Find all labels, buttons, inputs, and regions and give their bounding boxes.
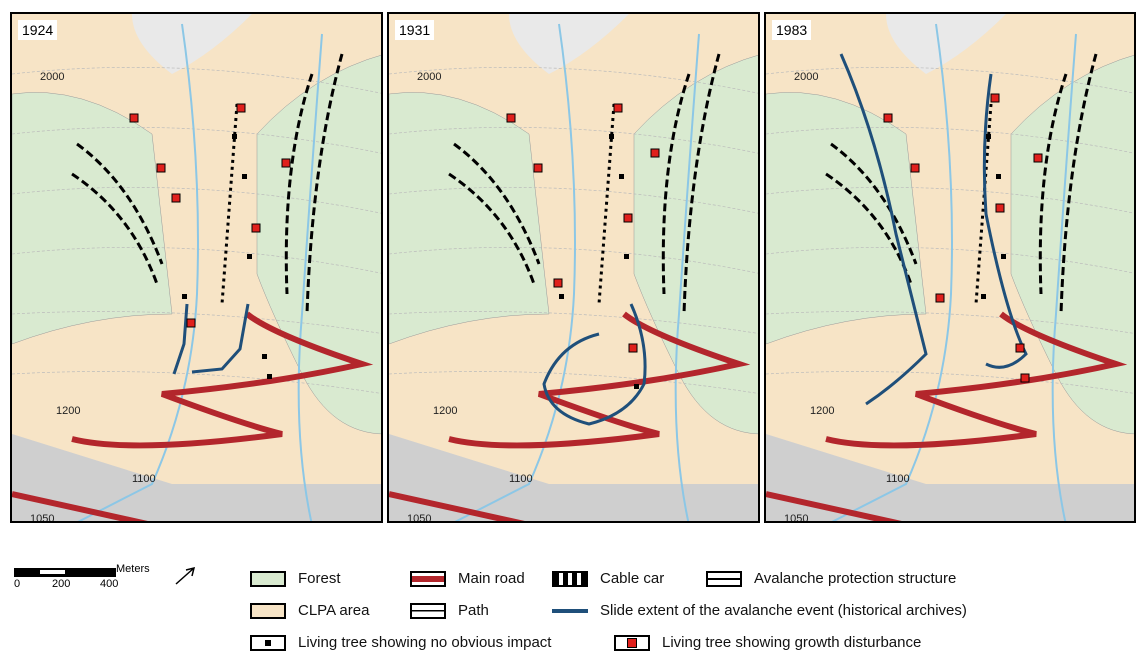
contour-1200: 1200 (433, 405, 457, 417)
map-1924: 2000 1200 1100 1050 (12, 14, 381, 523)
scale-tick-400: 400 (100, 578, 119, 590)
rivers (831, 23, 1077, 521)
forest-swatch (250, 570, 286, 587)
avalanche-structure-swatch (706, 570, 742, 587)
scale-tick-200: 200 (52, 578, 71, 590)
legend-living-disturbance: Living tree showing growth disturbance (614, 634, 921, 651)
trees-no-impact (559, 134, 639, 389)
map-1983: 2000 1200 1100 1050 (766, 14, 1134, 523)
town-area (766, 434, 1134, 521)
town-area (12, 434, 381, 521)
contour-1100: 1100 (886, 473, 910, 485)
map-panel-1931: 2000 1200 1100 1050 1931 (387, 12, 760, 523)
trees-disturbance (506, 103, 660, 353)
trees-disturbance (129, 103, 291, 328)
scale-bar-graphic (14, 568, 116, 577)
trees-disturbance (883, 93, 1043, 383)
avalanche-structures (71, 53, 344, 315)
forest-area-left (12, 92, 173, 345)
contour-1050: 1050 (30, 513, 54, 523)
slide-extent (839, 53, 1028, 406)
rivers (77, 23, 323, 521)
legend-cable-car-label: Cable car (600, 570, 665, 587)
rock-top (886, 14, 1006, 74)
legend-slide-extent: Slide extent of the avalanche event (his… (552, 602, 967, 619)
map-panel-1924: 2000 1200 1100 1050 1924 (10, 12, 383, 523)
main-roads (766, 311, 1128, 521)
cable-car (974, 103, 993, 305)
scale-tick-0: 0 (14, 578, 21, 590)
scale-unit: Meters (116, 563, 150, 575)
slide-extent (542, 303, 647, 426)
town-area (389, 434, 758, 521)
forest-area-left (766, 92, 927, 345)
legend-living-no-impact: Living tree showing no obvious impact (250, 634, 551, 651)
contour-labels: 2000 1200 1100 1050 (784, 71, 910, 523)
legend-living-disturbance-label: Living tree showing growth disturbance (662, 634, 922, 651)
north-arrow-icon (175, 566, 196, 585)
legend: Forest CLPA area Main road Path Cable ca… (0, 562, 1136, 662)
contour-1100: 1100 (509, 473, 533, 485)
legend-main-road-label: Main road (458, 570, 525, 587)
slide-swatch (552, 608, 588, 613)
map-1931: 2000 1200 1100 1050 (389, 14, 758, 523)
contour-1050: 1050 (407, 513, 431, 523)
trees-no-impact (182, 134, 272, 379)
main-roads (12, 311, 374, 521)
road-swatch (410, 570, 446, 587)
year-label: 1924 (18, 20, 58, 40)
scale-bar: Meters 0 200 400 (14, 563, 196, 590)
legend-avalanche-structure: Avalanche protection structure (706, 570, 956, 587)
contour-2000: 2000 (417, 71, 441, 83)
contour-2000: 2000 (40, 71, 64, 83)
contour-1100: 1100 (132, 473, 156, 485)
disturbance-swatch (614, 634, 650, 651)
legend-clpa-label: CLPA area (298, 602, 370, 619)
forest-area-left (389, 92, 550, 345)
legend-path: Path (410, 602, 489, 619)
legend-slide-extent-label: Slide extent of the avalanche event (his… (600, 602, 967, 619)
legend-avalanche-structure-label: Avalanche protection structure (754, 570, 957, 587)
rivers (454, 23, 700, 521)
year-label: 1931 (395, 20, 435, 40)
contour-1200: 1200 (810, 405, 834, 417)
rock-top (509, 14, 629, 74)
cable-car-swatch (552, 570, 588, 587)
cable-car (220, 103, 239, 305)
slide-extent (172, 303, 250, 375)
main-roads (389, 311, 751, 521)
contour-2000: 2000 (794, 71, 818, 83)
rock-top (132, 14, 252, 74)
avalanche-structures (448, 53, 721, 315)
legend-cable-car: Cable car (552, 570, 664, 587)
clpa-swatch (250, 602, 286, 619)
legend-path-label: Path (458, 602, 489, 619)
trees-no-impact (981, 134, 1006, 299)
no-impact-swatch (250, 634, 286, 651)
map-panel-1983: 2000 1200 1100 1050 1983 (764, 12, 1136, 523)
cable-car (597, 103, 616, 305)
path-swatch (410, 602, 446, 619)
contour-1200: 1200 (56, 405, 80, 417)
legend-forest: Forest (250, 570, 341, 587)
contour-labels: 2000 1200 1100 1050 (407, 71, 533, 523)
contour-labels: 2000 1200 1100 1050 (30, 71, 156, 523)
legend-living-no-impact-label: Living tree showing no obvious impact (298, 634, 552, 651)
legend-forest-label: Forest (298, 570, 341, 587)
legend-clpa: CLPA area (250, 602, 369, 619)
legend-main-road: Main road (410, 570, 525, 587)
year-label: 1983 (772, 20, 812, 40)
contour-1050: 1050 (784, 513, 808, 523)
